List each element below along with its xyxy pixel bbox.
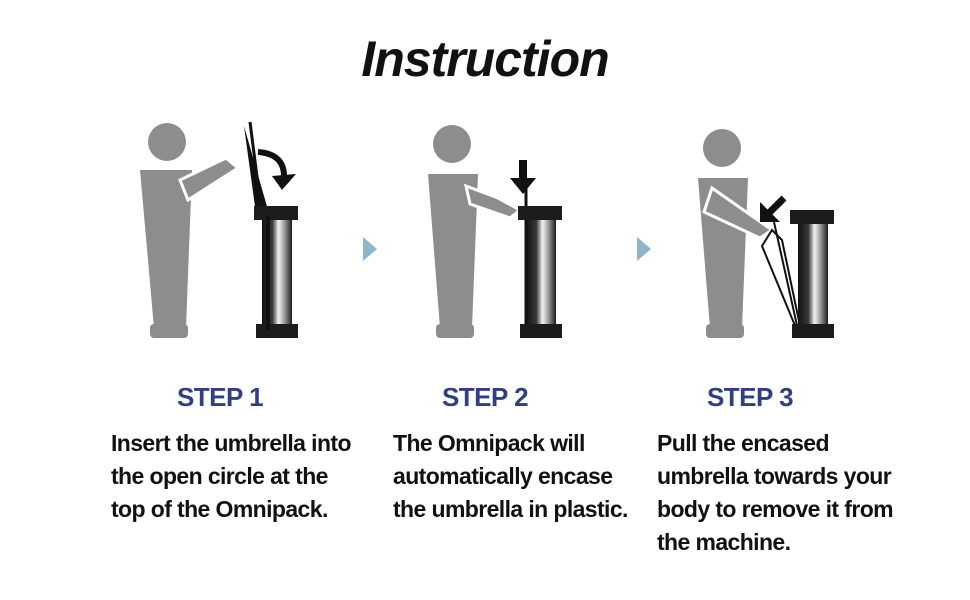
step-1-title: STEP 1	[176, 382, 264, 412]
person-icon	[140, 123, 241, 338]
omnipack-machine-icon	[790, 210, 834, 338]
step-2-description: The Omnipack will automatically encase t…	[393, 430, 628, 522]
step-1-illustration	[140, 121, 298, 338]
omnipack-machine-icon	[254, 206, 298, 338]
person-icon	[428, 125, 523, 338]
person-icon	[698, 129, 775, 338]
umbrella-icon	[244, 121, 268, 217]
step-2-title: STEP 2	[441, 382, 529, 412]
step-1-description: Insert the umbrella into the open circle…	[111, 430, 352, 522]
step-3-illustration	[698, 129, 834, 338]
arrow-icon	[510, 160, 536, 194]
umbrella-icon	[760, 221, 802, 331]
step-2-illustration	[428, 125, 562, 338]
page-title: Instruction	[361, 31, 609, 87]
step-3-title: STEP 3	[706, 382, 794, 412]
arrow-icon	[257, 149, 296, 190]
chevron-right-icon	[363, 237, 377, 261]
instruction-illustrations	[140, 121, 834, 338]
arrow-icon	[760, 195, 787, 222]
omnipack-machine-icon	[518, 206, 562, 338]
chevron-right-icon	[637, 237, 651, 261]
step-3-description: Pull the encased umbrella towards your b…	[657, 430, 894, 555]
